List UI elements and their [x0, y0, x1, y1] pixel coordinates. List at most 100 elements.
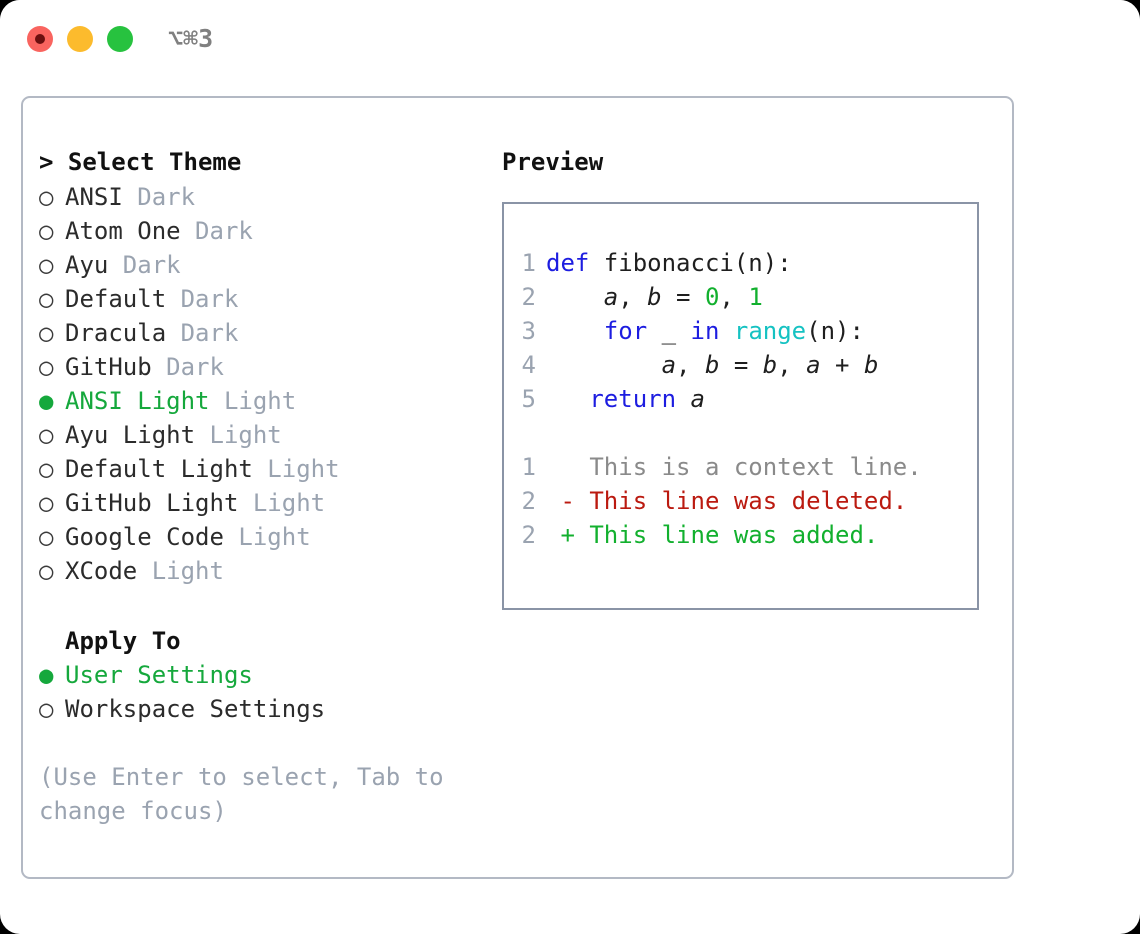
diff-line: 2 - This line was deleted. — [504, 484, 977, 518]
code-token: b — [704, 351, 720, 379]
code-token: , — [676, 351, 705, 379]
theme-variant-label: Dark — [151, 353, 224, 381]
preview-title: Preview — [502, 148, 604, 176]
code-line-text: a, b = 0, 1 — [546, 280, 763, 314]
main-panel: > Select Theme ○ANSI Dark○Atom One Dark○… — [21, 96, 1014, 879]
line-number: 4 — [521, 351, 536, 379]
code-line-text: a, b = b, a + b — [546, 348, 879, 382]
diff-line-text: This is a context line. — [574, 453, 922, 481]
diff-marker: + — [546, 521, 575, 549]
diff-marker: - — [546, 487, 575, 515]
code-token: a — [806, 351, 821, 379]
apply-to-list[interactable]: ● User Settings ○ Workspace Settings — [39, 658, 489, 726]
code-token: fibonacci(n): — [589, 249, 792, 277]
code-token: b — [762, 351, 778, 379]
theme-variant-label: Light — [238, 489, 326, 517]
apply-to-option[interactable]: ● User Settings — [39, 658, 489, 692]
theme-variant-label: Dark — [122, 183, 196, 211]
theme-list-item[interactable]: ○Default Dark — [39, 282, 489, 316]
code-token — [546, 385, 589, 413]
code-token: , — [719, 283, 749, 311]
theme-list-item[interactable]: ○ XCode Light — [39, 554, 489, 588]
theme-name-label: ANSI — [65, 183, 123, 211]
keyboard-hint-text: (Use Enter to select, Tab to change focu… — [39, 763, 444, 825]
code-token: , — [777, 351, 807, 379]
code-line: 3 for _ in range(n): — [504, 314, 977, 348]
code-line-text: for _ in range(n): — [546, 314, 864, 348]
maximize-window-button[interactable] — [107, 26, 133, 52]
theme-list-item[interactable]: ○Dracula Dark — [39, 316, 489, 350]
radio-unselected-icon: ○ — [39, 523, 54, 551]
radio-unselected-icon: ○ — [39, 421, 54, 449]
code-token: b — [647, 283, 662, 311]
diff-preview: 1 This is a context line.2 - This line w… — [504, 450, 977, 552]
code-token: a — [690, 385, 705, 413]
radio-unselected-icon: ○ — [39, 319, 54, 347]
code-line: 5 return a — [504, 382, 977, 416]
code-spacer — [504, 416, 977, 450]
theme-name-label: Ayu Light — [65, 421, 196, 449]
theme-name-label: Default Light — [65, 455, 253, 483]
radio-unselected-icon: ○ — [39, 183, 54, 211]
line-number: 2 — [521, 487, 536, 515]
apply-to-option[interactable]: ○ Workspace Settings — [39, 692, 489, 726]
code-token: 1 — [748, 283, 763, 311]
code-token: b — [863, 351, 879, 379]
apply-to-option-label: Workspace Settings — [65, 695, 326, 723]
code-line: 2 a, b = 0, 1 — [504, 280, 977, 314]
radio-unselected-icon: ○ — [39, 285, 54, 313]
theme-list-item[interactable]: ○GitHub Dark — [39, 350, 489, 384]
close-window-button[interactable] — [27, 26, 53, 52]
theme-variant-label: Light — [209, 387, 297, 415]
code-token: a — [661, 351, 677, 379]
theme-list-item[interactable]: ○Default Light Light — [39, 452, 489, 486]
theme-list-item[interactable]: ○Ayu Dark — [39, 248, 489, 282]
line-number: 5 — [521, 385, 536, 413]
theme-list-item[interactable]: ○Atom One Dark — [39, 214, 489, 248]
code-line: 4 a, b = b, a + b — [504, 348, 977, 382]
code-token: 0 — [704, 283, 720, 311]
theme-variant-label: Dark — [166, 319, 239, 347]
code-token: a — [603, 283, 619, 311]
theme-name-label: Google Code — [65, 523, 224, 551]
theme-variant-label: Light — [137, 557, 224, 585]
theme-list[interactable]: ○ANSI Dark○Atom One Dark○Ayu Dark○Defaul… — [39, 180, 489, 588]
diff-marker — [546, 450, 575, 484]
radio-selected-icon: ● — [39, 661, 54, 689]
theme-list-item[interactable]: ●ANSI Light Light — [39, 384, 489, 418]
diff-line-text: This line was added. — [574, 521, 879, 549]
title-bar: ⌥⌘3 — [0, 0, 1140, 78]
radio-selected-icon: ● — [39, 387, 54, 415]
theme-list-item[interactable]: ○ ANSI Dark — [39, 180, 489, 214]
radio-unselected-icon: ○ — [39, 695, 54, 723]
code-token: = — [719, 351, 763, 379]
theme-list-item[interactable]: ○ GitHub Light Light — [39, 486, 489, 520]
theme-list-item[interactable]: ○ Google Code Light — [39, 520, 489, 554]
theme-variant-label: Light — [223, 523, 311, 551]
code-token — [546, 317, 604, 345]
theme-list-item[interactable]: ○Ayu Light Light — [39, 418, 489, 452]
theme-name-label: Ayu — [65, 251, 109, 279]
theme-name-label: Default — [65, 285, 167, 313]
line-number: 1 — [521, 249, 536, 277]
diff-line-text: This line was deleted. — [574, 487, 908, 515]
radio-unselected-icon: ○ — [39, 217, 54, 245]
theme-name-label: Atom One — [65, 217, 181, 245]
diff-line: 2 + This line was added. — [504, 518, 977, 552]
radio-unselected-icon: ○ — [39, 557, 54, 585]
theme-variant-label: Dark — [108, 251, 181, 279]
code-token — [719, 317, 733, 345]
code-token — [676, 385, 690, 413]
line-number: 2 — [521, 521, 536, 549]
radio-unselected-icon: ○ — [39, 489, 54, 517]
theme-name-label: GitHub Light — [65, 489, 239, 517]
apply-to-label: Apply To — [65, 627, 181, 655]
theme-name-label: XCode — [65, 557, 138, 585]
minimize-window-button[interactable] — [67, 26, 93, 52]
apply-to-option-label: User Settings — [65, 661, 253, 689]
line-number: 2 — [521, 283, 536, 311]
